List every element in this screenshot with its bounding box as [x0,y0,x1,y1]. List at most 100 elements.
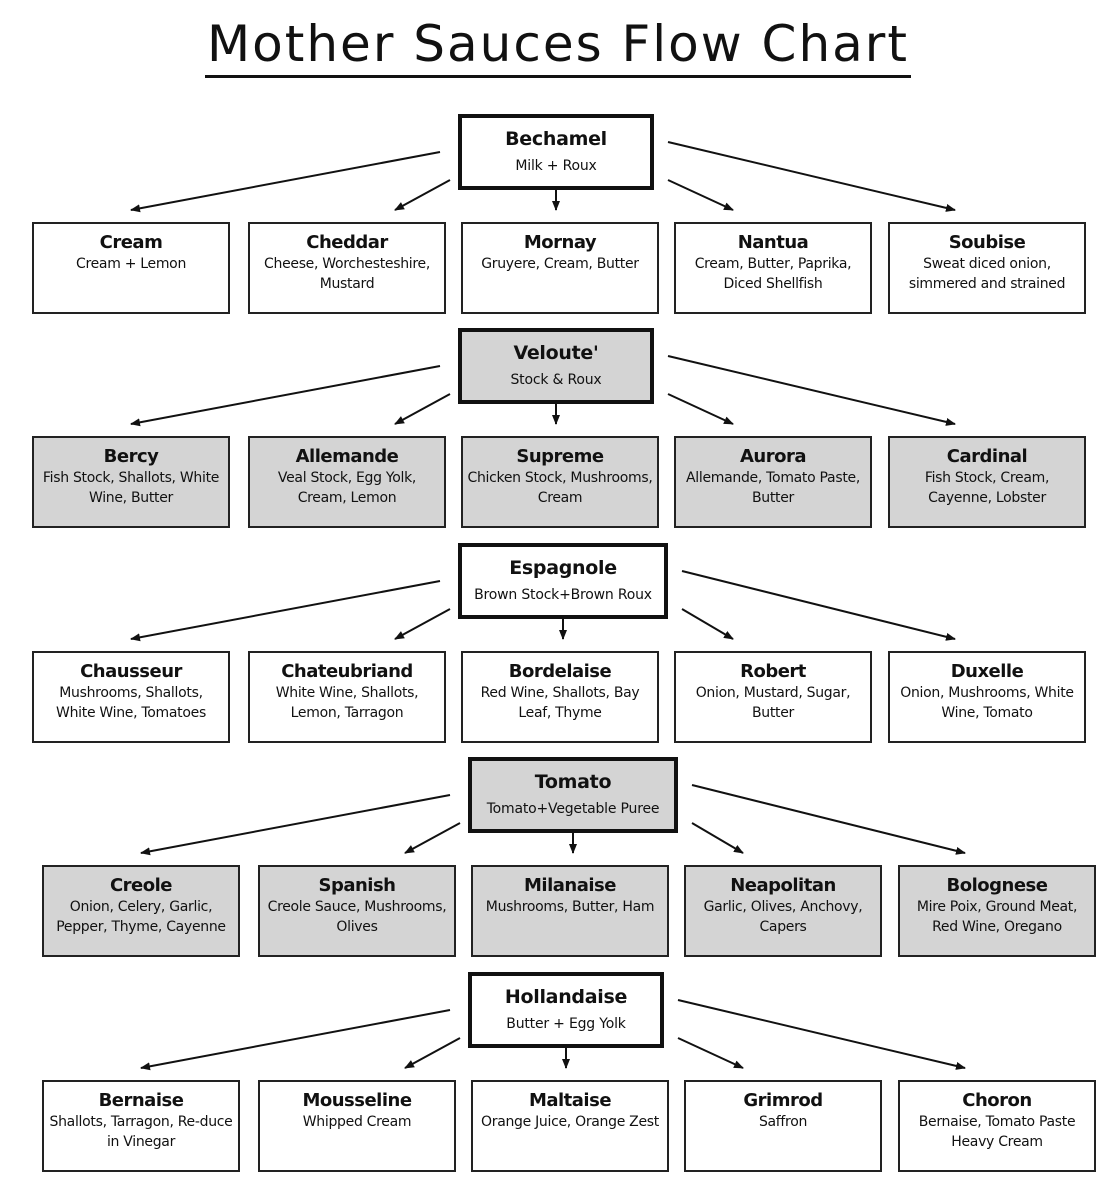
mother-sauce-base: Brown Stock+Brown Roux [474,587,652,603]
arrow-veloute-to-cardinal [667,355,956,426]
small-sauce-ingredients: Shallots, Tarragon, Re-duce in Vinegar [49,1114,233,1150]
small-sauce-name: Creole [109,875,173,896]
arrow-tomato-to-bolognese [691,784,966,855]
small-sauce-ingredients: Cream, Butter, Paprika, Diced Shellfish [694,256,852,292]
small-sauce-name: Cream [99,232,163,253]
small-sauce-name: Supreme [516,446,604,467]
arrow-veloute-to-aurora [667,393,734,425]
small-sauce-name: Mornay [523,232,597,253]
small-sauce-name: Mousseline [302,1090,412,1111]
small-sauce-name: Nantua [737,232,809,253]
small-sauce-name: Cardinal [946,446,1028,467]
mother-sauce-base: Tomato+Vegetable Puree [486,801,660,817]
small-sauce-name: Robert [740,661,806,682]
mother-sauce-name: Espagnole [509,557,617,579]
small-sauce-name: Soubise [948,232,1026,253]
small-sauce-name: Maltaise [528,1090,612,1111]
arrow-veloute-to-allemande [394,393,451,425]
small-sauce-ingredients: Cream + Lemon [75,256,187,272]
small-sauce-name: Bordelaise [508,661,612,682]
arrow-bechamel-to-soubise [667,141,956,212]
small-sauce-name: Spanish [318,875,396,896]
arrow-hollandaise-to-choron [677,999,966,1070]
chart-title: Mother Sauces Flow Chart [0,14,1116,78]
arrow-bechamel-to-cheddar [394,179,451,211]
small-sauce-ingredients: Mushrooms, Butter, Ham [485,899,655,915]
arrow-espagnole-to-chausseur [130,580,441,642]
small-sauce-name: Grimrod [743,1090,823,1111]
arrow-bechamel-to-cream [130,151,441,213]
mother-sauce-name: Veloute' [513,342,599,364]
small-sauce-ingredients: Mushrooms, Shallots, White Wine, Tomatoe… [56,685,206,721]
small-sauce-name: Bernaise [98,1090,184,1111]
mother-sauce-base: Stock & Roux [510,372,602,388]
small-sauce-ingredients: Saffron [758,1114,808,1130]
small-sauce-name: Bercy [103,446,159,467]
small-sauce-name: Bolognese [946,875,1048,896]
arrow-veloute-to-bercy [130,365,441,427]
small-sauce-ingredients: Fish Stock, Cream, Cayenne, Lobster [924,470,1050,506]
arrow-hollandaise-to-bernaise [140,1009,451,1071]
small-sauce-name: Cheddar [306,232,388,253]
small-sauce-ingredients: Orange Juice, Orange Zest [481,1114,659,1130]
mother-sauce-name: Tomato [534,771,612,793]
small-sauce-ingredients: Bernaise, Tomato Paste Heavy Cream [918,1114,1076,1150]
small-sauce-name: Milanaise [524,875,616,896]
arrow-hollandaise-to-grimrod [677,1037,744,1069]
mother-sauce-name: Hollandaise [504,986,628,1008]
small-sauce-ingredients: Fish Stock, Shallots, White Wine, Butter [42,470,220,506]
small-sauce-ingredients: White Wine, Shallots, Lemon, Tarragon [275,685,419,721]
mother-sauce-base: Milk + Roux [515,158,597,174]
small-sauce-name: Allemande [295,446,399,467]
arrow-hollandaise-to-mousseline [404,1037,461,1069]
mother-sauce-base: Butter + Egg Yolk [506,1016,626,1032]
small-sauce-name: Choron [962,1090,1032,1111]
small-sauce-name: Aurora [739,446,807,467]
small-sauce-ingredients: Chicken Stock, Mushrooms, Cream [467,470,653,506]
small-sauce-name: Chateubriand [281,661,413,682]
small-sauce-name: Duxelle [950,661,1024,682]
small-sauce-ingredients: Onion, Celery, Garlic, Pepper, Thyme, Ca… [56,899,226,935]
small-sauce-name: Chausseur [80,661,182,682]
small-sauce-ingredients: Garlic, Olives, Anchovy, Capers [703,899,863,935]
small-sauce-ingredients: Gruyere, Cream, Butter [481,256,639,272]
small-sauce-ingredients: Whipped Cream [302,1114,412,1130]
mother-sauce-name: Bechamel [505,128,607,150]
small-sauce-ingredients: Veal Stock, Egg Yolk, Cream, Lemon [277,470,417,506]
arrow-tomato-to-spanish [404,822,461,854]
small-sauce-ingredients: Allemande, Tomato Paste, Butter [686,470,860,506]
arrow-espagnole-to-chateubriand [394,608,451,640]
arrow-bechamel-to-nantua [667,179,734,211]
small-sauce-ingredients: Onion, Mustard, Sugar, Butter [695,685,851,721]
small-sauce-ingredients: Sweat diced onion, simmered and strained [908,256,1066,292]
